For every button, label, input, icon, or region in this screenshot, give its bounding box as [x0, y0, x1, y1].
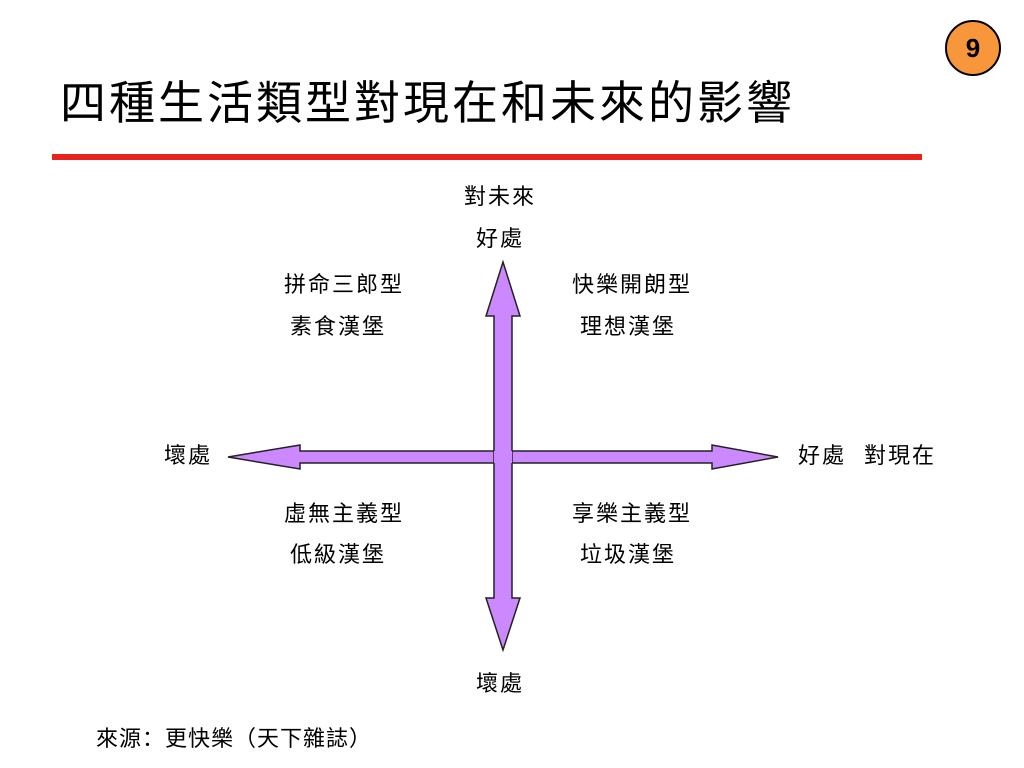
axis-label-top-line1: 對未來 [463, 185, 537, 210]
axis-label-top-line2: 好處 [475, 227, 525, 252]
page-number-badge: 9 [945, 20, 1001, 76]
quadrant-bottom-right-type: 享樂主義型 [572, 502, 693, 527]
slide-title: 四種生活類型對現在和未來的影響 [60, 76, 795, 130]
quadrant-bottom-left-burger: 低級漢堡 [290, 543, 387, 568]
quadrant-bottom-left-type: 虛無主義型 [284, 502, 405, 527]
quadrant-top-right-type: 快樂開朗型 [572, 273, 693, 298]
quadrant-top-left-burger: 素食漢堡 [290, 315, 387, 340]
quadrant-top-right-burger: 理想漢堡 [580, 315, 677, 340]
axis-label-bottom: 壞處 [475, 672, 525, 697]
source-citation: 來源：更快樂（天下雜誌） [96, 727, 373, 752]
title-underline [52, 154, 922, 160]
quadrant-bottom-right-burger: 垃圾漢堡 [580, 543, 677, 568]
quadrant-top-left-type: 拼命三郎型 [284, 273, 405, 298]
axis-label-left: 壞處 [164, 444, 213, 469]
axis-label-right: 好處 對現在 [798, 444, 936, 469]
axis-crossing [494, 451, 512, 463]
